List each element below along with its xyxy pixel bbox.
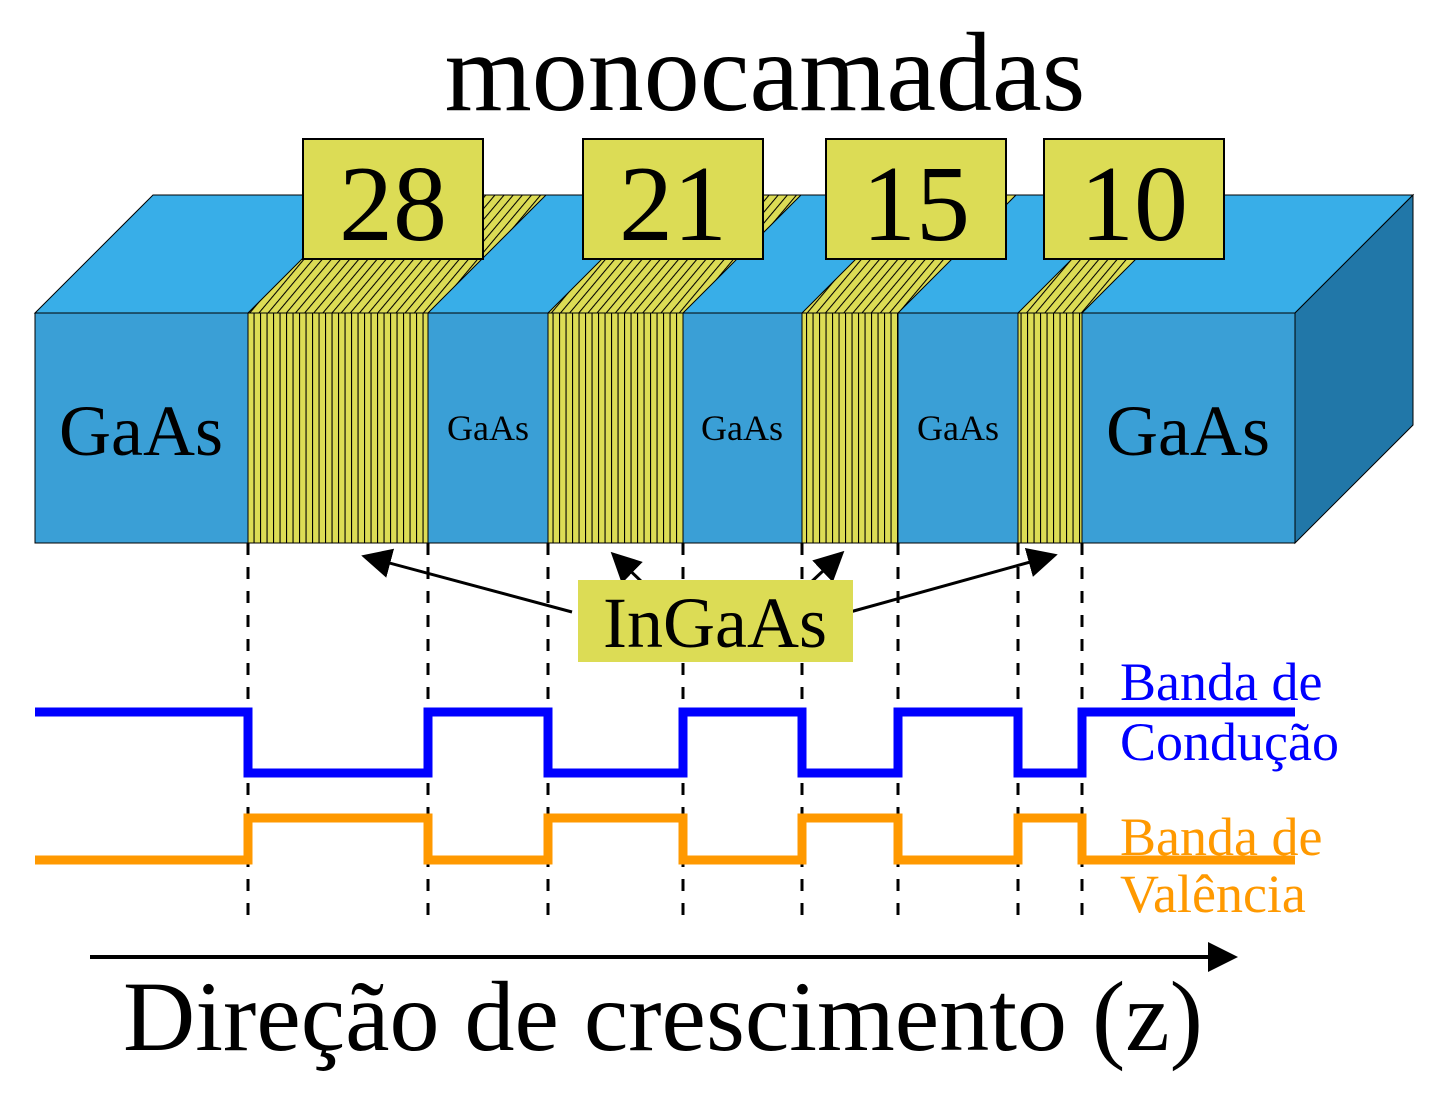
- conduction-band-line: [35, 707, 1295, 778]
- valence-band-line: [35, 813, 1295, 865]
- gaas-label-barrier-3: GaAs: [917, 408, 999, 448]
- monolayer-label-2: 21: [582, 138, 764, 264]
- ingaas-label-box: [578, 580, 853, 662]
- monolayer-count-10: 10: [1080, 145, 1188, 264]
- monolayer-label-3: 15: [825, 138, 1007, 264]
- monolayer-label-1: 28: [302, 138, 484, 264]
- growth-direction-label: Direção de crescimento (z): [123, 961, 1203, 1072]
- ingaas-well-1: [247, 312, 429, 544]
- monolayer-count-21: 21: [619, 145, 727, 264]
- ingaas-well-2: [547, 312, 684, 544]
- conduction-band-label-line1: Banda de: [1120, 652, 1322, 712]
- gaas-label-barrier-1: GaAs: [447, 408, 529, 448]
- valence-band-label-line2: Valência: [1120, 864, 1306, 924]
- monolayer-count-15: 15: [862, 145, 970, 264]
- ingaas-label: InGaAs: [603, 583, 827, 663]
- gaas-label-barrier-2: GaAs: [701, 408, 783, 448]
- monolayer-count-28: 28: [339, 145, 447, 264]
- growth-direction-arrowhead: [1208, 942, 1238, 972]
- conduction-band-label-line2: Condução: [1120, 712, 1339, 772]
- valence-band-label-line1: Banda de: [1120, 807, 1322, 867]
- ingaas-well-3: [801, 312, 899, 544]
- ingaas-well-4: [1017, 312, 1083, 544]
- gaas-label-left: GaAs: [59, 391, 223, 471]
- gaas-label-right: GaAs: [1106, 391, 1270, 471]
- monolayer-label-4: 10: [1043, 138, 1225, 264]
- diagram-title: monocamadas: [445, 11, 1086, 135]
